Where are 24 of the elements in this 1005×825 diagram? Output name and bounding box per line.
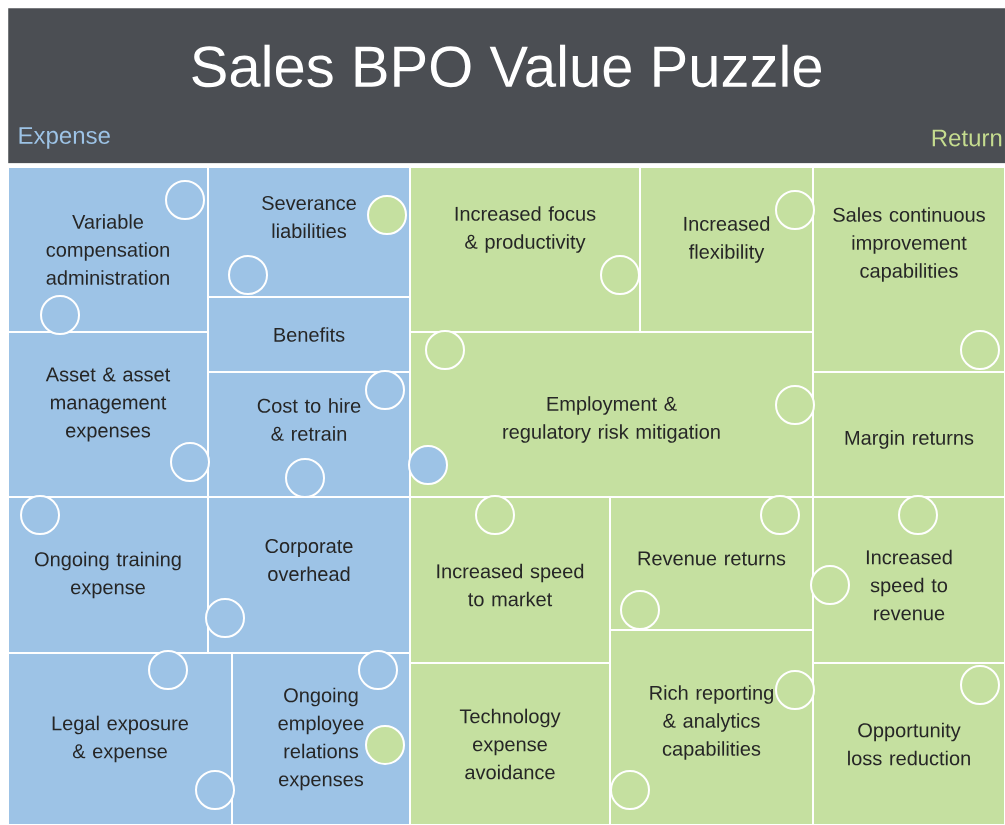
puzzle-piece: Ongoing training expense <box>7 496 209 654</box>
node-label: Legal exposure & expense <box>52 715 189 763</box>
puzzle-piece: Corporate overhead <box>207 496 411 654</box>
puzzle-piece: Increased speed to market <box>409 496 611 664</box>
puzzle-piece: Increased flexibility <box>639 166 814 333</box>
puzzle-piece: Increased focus & productivity <box>409 166 641 333</box>
puzzle-piece: Margin returns <box>812 371 1005 498</box>
puzzle-piece: Increased speed to revenue <box>812 496 1005 664</box>
node-label: Sales continuous improvement capabilities <box>833 207 985 282</box>
puzzle-piece: Sales continuous improvement capabilities <box>812 166 1005 373</box>
node-label: Technology expense avoidance <box>459 708 561 780</box>
node-label: Margin returns <box>845 430 974 449</box>
node-label: Ongoing employee relations expenses <box>278 687 364 791</box>
puzzle-piece: Rich reporting & analytics capabilities <box>609 629 814 825</box>
puzzle-piece: Ongoing employee relations expenses <box>231 652 411 825</box>
puzzle-piece: Technology expense avoidance <box>409 662 611 825</box>
puzzle-piece: Asset & asset management expenses <box>7 331 209 498</box>
puzzle-piece: Variable compensation administration <box>7 166 209 333</box>
puzzle-piece: Legal exposure & expense <box>7 652 233 825</box>
puzzle-piece: Opportunity loss reduction <box>812 662 1005 825</box>
node-label: Rich reporting & analytics capabilities <box>650 685 773 760</box>
node-label: Increased speed to revenue <box>866 549 952 621</box>
node-label: Opportunity loss reduction <box>848 722 970 766</box>
puzzle-piece: Severance liabilities <box>207 166 411 298</box>
